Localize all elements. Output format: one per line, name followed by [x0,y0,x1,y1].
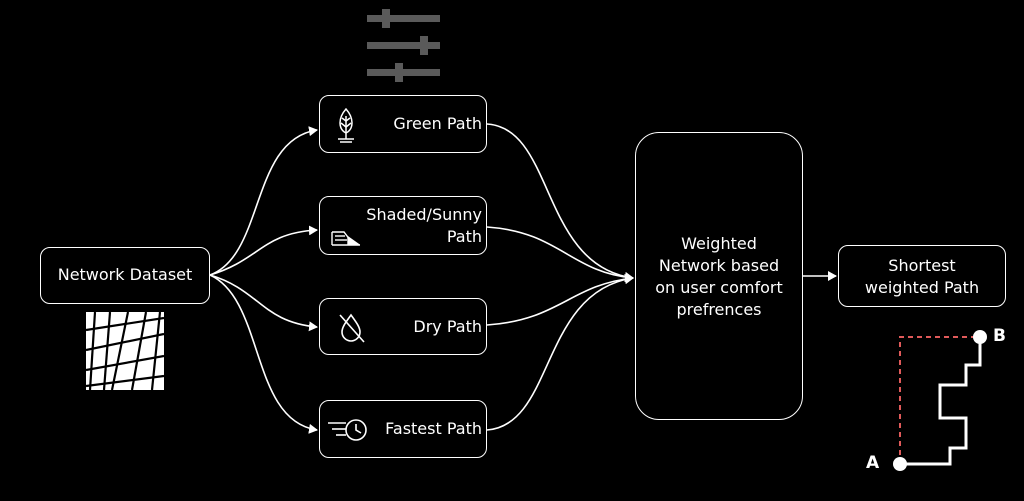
weighted-label-line3: on user comfort [655,278,783,297]
sun-shade-icon [331,231,361,246]
weighted-network-node: Weighted Network based on user comfort p… [635,132,803,420]
shortest-path-node: Shortest weighted Path [838,245,1006,307]
route-end-label: B [993,326,1006,346]
shaded-path-label-line2: Path [446,227,482,246]
route-end-point [973,330,987,344]
shaded-path-node: Shaded/Sunny Path [319,196,487,255]
fan-in-connectors [486,123,634,431]
weighted-label-line2: Network based [658,256,780,275]
fan-out-connectors [209,126,318,434]
fastest-path-label: Fastest Path [385,419,482,438]
fastest-path-node: Fastest Path [319,400,487,458]
network-dataset-node: Network Dataset [40,247,210,304]
green-path-label: Green Path [393,114,482,133]
dry-path-label: Dry Path [413,317,482,336]
shortest-label-line2: weighted Path [864,278,980,297]
dashed-route [899,336,978,464]
route-start-point [893,457,907,471]
weighted-route [900,337,982,466]
route-map [893,330,987,471]
green-path-node: Green Path [319,95,487,153]
tree-icon [338,107,354,143]
network-dataset-label: Network Dataset [57,265,193,284]
fast-clock-icon [328,419,367,441]
no-rain-icon [339,313,365,343]
dry-path-node: Dry Path [319,298,487,355]
route-start-label: A [866,453,880,473]
weighted-label-line1: Weighted [681,234,757,253]
weighted-label-line4: prefrences [676,300,762,319]
sliders-icon [367,9,440,82]
shortest-label-line1: Shortest [888,256,956,275]
shaded-path-label-line1: Shaded/Sunny [366,205,482,224]
street-grid-icon [86,312,164,390]
